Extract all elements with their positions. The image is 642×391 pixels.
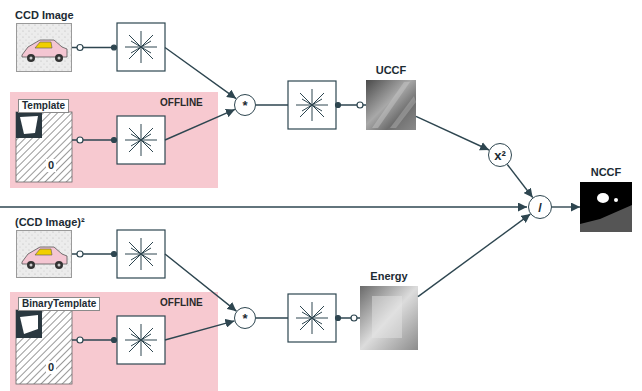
car-image [16, 230, 72, 278]
divide-circle: / [528, 195, 552, 219]
fft-block [117, 23, 165, 71]
result-image: UCCF [366, 80, 416, 130]
filled-port [336, 316, 341, 321]
filled-port [112, 252, 117, 257]
node-label: (CCD Image)² [15, 216, 85, 229]
uccf-image [366, 80, 416, 130]
connector [552, 206, 580, 207]
open-port [77, 251, 83, 257]
node-note: 0 [46, 361, 56, 374]
fft-block [117, 316, 165, 364]
node-label: / [538, 201, 542, 214]
node-label: OFFLINE [160, 297, 203, 309]
fft-block [288, 294, 336, 342]
square-circle: x² [488, 143, 512, 167]
node-label: NCCF [591, 166, 622, 179]
multiply-circle: * [234, 307, 256, 329]
energy-image [360, 286, 418, 350]
open-port [357, 102, 363, 108]
node-label: BinaryTemplate [18, 297, 100, 311]
template-image [16, 112, 72, 182]
fft-block [117, 230, 165, 278]
connector [507, 165, 532, 198]
open-port [77, 137, 83, 143]
connector [256, 317, 360, 318]
result-image: NCCF [580, 182, 632, 232]
node-label: CCD Image [15, 9, 74, 22]
template-box: Template 0 [16, 98, 72, 182]
filled-port [112, 338, 117, 343]
connector [416, 116, 489, 150]
fft-block [117, 116, 165, 164]
node-label: Energy [370, 270, 407, 283]
open-port [77, 337, 83, 343]
open-port [351, 315, 357, 321]
image-box: (CCD Image)² [16, 230, 72, 278]
node-label: * [242, 99, 247, 112]
bypass-arrow [0, 206, 527, 207]
multiply-circle: * [234, 94, 256, 116]
node-label: * [242, 312, 247, 325]
connector [256, 104, 366, 105]
offline-panel: OFFLINEBinaryTemplate0 [10, 292, 218, 391]
filled-port [112, 138, 117, 143]
node-note: 0 [46, 159, 56, 172]
template-box: BinaryTemplate0 [16, 296, 72, 384]
connector [72, 321, 234, 340]
connector [72, 48, 236, 99]
node-label: UCCF [376, 64, 407, 77]
node-label: x² [494, 149, 506, 162]
connector [72, 109, 235, 140]
filled-port [112, 45, 117, 50]
node-label: Template [18, 99, 69, 113]
fft-block [288, 81, 336, 129]
connector [418, 214, 530, 297]
offline-panel: OFFLINE Template 0 [10, 92, 218, 188]
port-marks [77, 45, 363, 344]
image-box: CCD Image [16, 23, 72, 72]
node-label: OFFLINE [160, 97, 203, 109]
car-image [16, 23, 72, 71]
offline-panel [10, 292, 218, 391]
offline-panel [10, 92, 218, 188]
binary-template-image [16, 310, 72, 384]
nccf-image [580, 182, 632, 232]
result-image: Energy [360, 286, 418, 350]
open-port [77, 45, 83, 51]
filled-port [336, 103, 341, 108]
